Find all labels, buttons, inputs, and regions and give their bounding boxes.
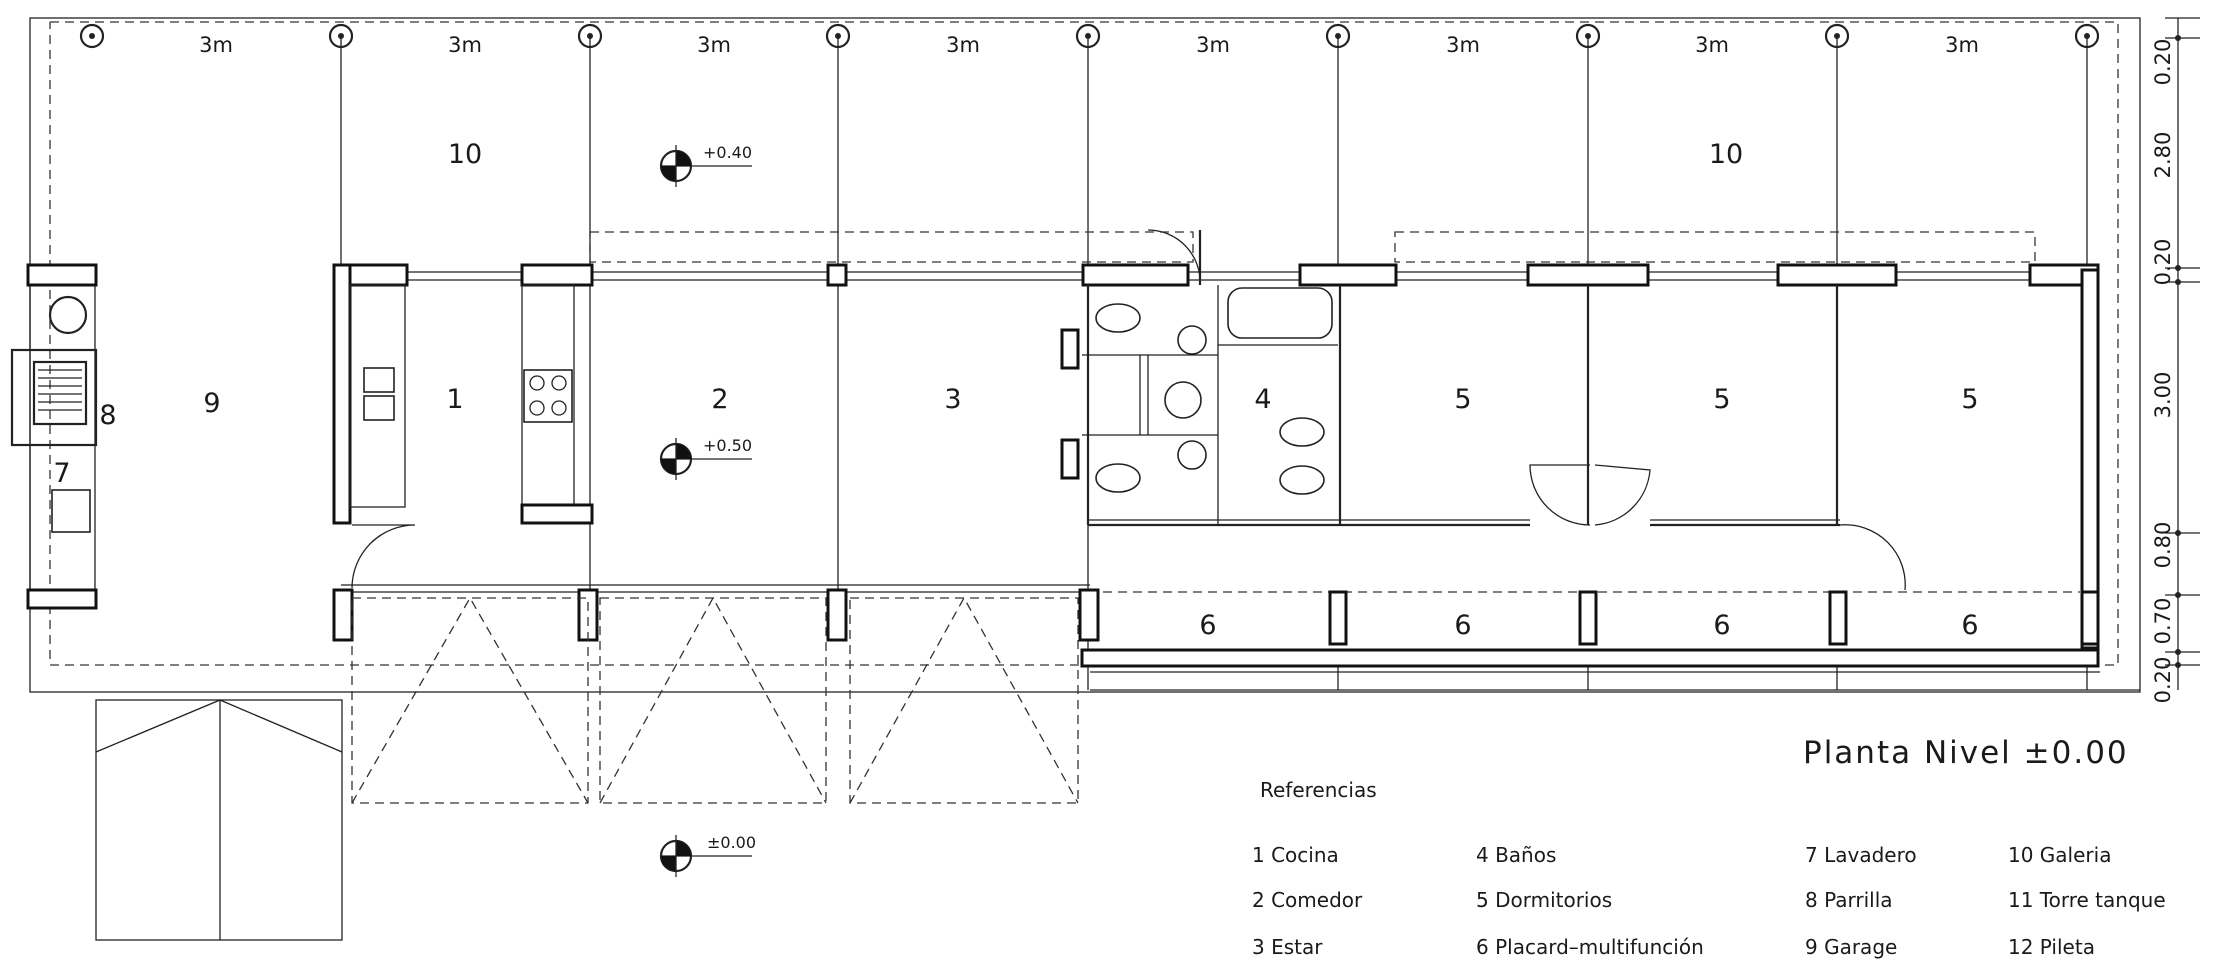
vertical-dim-label: 0.20 [2151, 39, 2175, 86]
room-label-garage: 9 [203, 388, 220, 419]
room-label-placard: 6 [1713, 610, 1730, 641]
legend-item: 1 Cocina [1252, 843, 1339, 867]
sink-icon [363, 395, 395, 421]
column-marker [79, 23, 105, 49]
toilet-icon [1095, 303, 1141, 333]
house-walls [332, 263, 2100, 668]
column-markers [79, 23, 2100, 49]
vertical-dim-label: 3.00 [2151, 372, 2175, 419]
legend-heading: Referencias [1260, 778, 1377, 802]
vertical-dim-label: 0.80 [2151, 522, 2175, 569]
toilet-icon [1279, 465, 1325, 495]
module-dimensions: 3m 3m 3m 3m 3m 3m 3m 3m [199, 33, 1979, 57]
column-marker [1824, 23, 1850, 49]
room-labels: 10 10 9 8 7 1 2 3 4 5 5 5 6 6 6 6 [53, 139, 1978, 641]
washbasin-icon [1164, 381, 1202, 419]
room-label-placard: 6 [1454, 610, 1471, 641]
column-marker [577, 23, 603, 49]
room-label-dormitorio: 5 [1713, 384, 1730, 415]
column-marker [1325, 23, 1351, 49]
room-label-placard: 6 [1961, 610, 1978, 641]
module-label: 3m [448, 33, 482, 57]
room-label-dormitorio: 5 [1454, 384, 1471, 415]
bathroom-fixtures [1095, 287, 1333, 495]
legend-item: 6 Placard–multifunción [1476, 935, 1704, 959]
room-label-parrilla: 8 [99, 400, 116, 431]
level-label: ±0.00 [707, 833, 756, 852]
room-label-banos: 4 [1254, 384, 1271, 415]
column-marker [1575, 23, 1601, 49]
vertical-dim-label: 0.20 [2151, 657, 2175, 704]
vertical-dim-label: 0.20 [2151, 239, 2175, 286]
toilet-icon [1279, 417, 1325, 447]
legend-item: 12 Pileta [2008, 935, 2095, 959]
sink-icon [363, 367, 395, 393]
room-label-comedor: 2 [711, 384, 728, 415]
room-label-cocina: 1 [446, 384, 463, 415]
column-marker [825, 23, 851, 49]
module-label: 3m [199, 33, 233, 57]
room-label-dormitorio: 5 [1961, 384, 1978, 415]
parrilla-block [10, 263, 98, 610]
legend-item: 4 Baños [1476, 843, 1556, 867]
plan-title: Planta Nivel ±0.00 [1803, 735, 2129, 771]
legend-item: 9 Garage [1805, 935, 1897, 959]
room-label-galeria: 10 [448, 139, 482, 170]
carports [351, 596, 1079, 804]
legend-item: 3 Estar [1252, 935, 1323, 959]
legend-item: 8 Parrilla [1805, 888, 1893, 912]
level-marker-interior: +0.50 [659, 436, 752, 480]
column-marker [1075, 23, 1101, 49]
legend-item: 10 Galeria [2008, 843, 2111, 867]
legend-item: 7 Lavadero [1805, 843, 1917, 867]
room-label-estar: 3 [944, 384, 961, 415]
column-marker [328, 23, 354, 49]
vertical-dim-label: 0.70 [2151, 598, 2175, 645]
legend-item: 11 Torre tanque [2008, 888, 2166, 912]
legend-item: 2 Comedor [1252, 888, 1363, 912]
level-marker-exterior: ±0.00 [659, 833, 756, 877]
legend-item: 5 Dormitorios [1476, 888, 1612, 912]
stove-icon [523, 369, 573, 423]
room-label-placard: 6 [1199, 610, 1216, 641]
vertical-dim-label: 2.80 [2151, 132, 2175, 179]
kitchen-fixtures [363, 367, 573, 423]
bathtub-icon [1227, 287, 1333, 339]
level-label: +0.40 [703, 143, 752, 162]
level-label: +0.50 [703, 436, 752, 455]
column-marker [2074, 23, 2100, 49]
module-label: 3m [1945, 33, 1979, 57]
tank-icon [48, 295, 88, 335]
washbasin-icon [1177, 325, 1207, 355]
doors [351, 229, 1906, 591]
washbasin-icon [1177, 440, 1207, 470]
module-label: 3m [1446, 33, 1480, 57]
module-label: 3m [1695, 33, 1729, 57]
module-label: 3m [1196, 33, 1230, 57]
level-marker-gallery: +0.40 [659, 143, 752, 187]
module-label: 3m [946, 33, 980, 57]
legend: Referencias 1 Cocina 2 Comedor 3 Estar 4… [1252, 778, 2166, 959]
roof-sketch [95, 699, 343, 941]
washbasin-icon [51, 489, 91, 533]
room-label-galeria: 10 [1709, 139, 1743, 170]
toilet-icon [1095, 463, 1141, 493]
vertical-dimension-chain: 0.20 2.80 0.20 3.00 0.80 0.70 0.20 [2151, 17, 2200, 704]
module-label: 3m [697, 33, 731, 57]
room-label-lavadero: 7 [53, 458, 70, 489]
